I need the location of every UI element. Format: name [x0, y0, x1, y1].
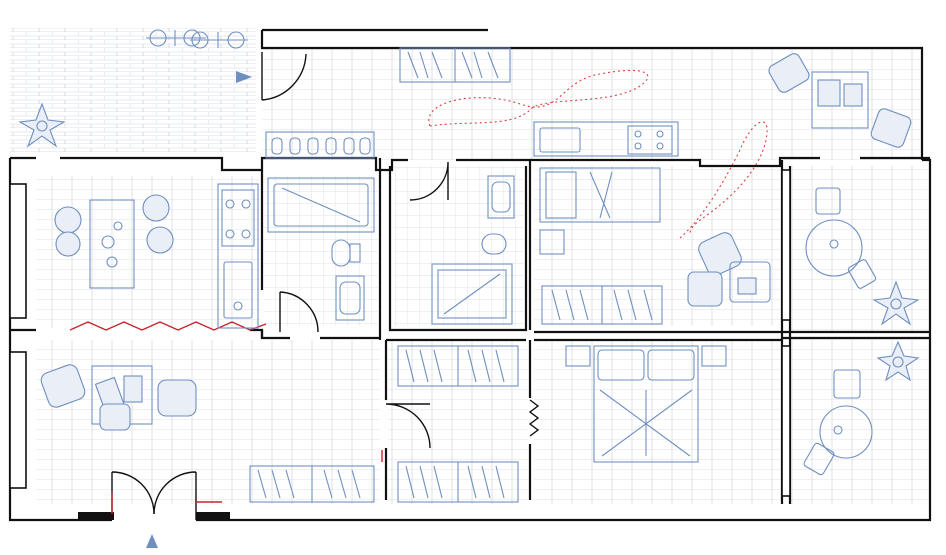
door-hall[interactable] — [385, 403, 431, 449]
shoe-rack — [265, 131, 375, 159]
window-terrace-top — [781, 169, 791, 321]
terrace-dining-top — [805, 187, 877, 289]
toilet — [331, 239, 361, 267]
potted-plant-icon — [18, 102, 66, 148]
nightstand-right — [701, 345, 727, 367]
terrace-dining-bottom — [803, 369, 873, 476]
single-bed — [539, 167, 661, 223]
terrace-top-floor — [790, 166, 930, 332]
window-terrace-bottom — [781, 345, 791, 497]
wall-pillar — [196, 512, 230, 520]
second-washbasin — [487, 175, 515, 219]
robot-vacuum-path — [428, 69, 768, 239]
living-room-floor — [36, 340, 380, 504]
door-second-bathroom[interactable] — [409, 161, 449, 201]
lounge-chairs — [687, 232, 771, 307]
second-toilet — [481, 233, 507, 255]
bedroom-small-floor — [534, 166, 782, 326]
door-courtyard[interactable] — [261, 52, 307, 101]
window-left-upper — [9, 183, 27, 319]
kitchen-living-divider — [10, 328, 380, 340]
living-sideboard — [249, 465, 375, 503]
sliding-partition — [528, 399, 540, 437]
bathtub — [267, 177, 375, 233]
kitchenette — [533, 121, 679, 157]
window-left-lower — [9, 351, 27, 489]
door-bathroom[interactable] — [279, 291, 319, 333]
middle-corridor-wall — [386, 330, 782, 342]
bedroom-wardrobe — [541, 285, 663, 325]
kitchen-counter — [217, 183, 259, 329]
walls — [8, 28, 932, 522]
potted-plant-icon — [872, 280, 920, 326]
bathroom-walls — [260, 158, 528, 340]
corridor-wardrobe — [399, 47, 511, 83]
courtyard-entry-arrow — [236, 71, 252, 83]
shower — [431, 263, 513, 325]
hall-wardrobe-top — [397, 345, 519, 387]
washbasin — [335, 275, 365, 321]
center-divider — [384, 166, 532, 500]
dining-set — [54, 194, 174, 289]
second-bathroom-floor — [394, 166, 524, 326]
potted-plant-icon — [876, 340, 920, 382]
corridor-lounge — [768, 53, 912, 148]
bicycles — [146, 29, 248, 49]
living-lounge — [40, 364, 197, 431]
floors — [10, 28, 930, 504]
entrance-arrow — [146, 534, 158, 548]
folding-partition — [69, 321, 267, 331]
hall-wardrobe-bottom — [397, 461, 519, 503]
bicycle-icon — [190, 31, 248, 49]
entrance-door-right[interactable] — [153, 471, 197, 520]
bicycle-icon — [146, 29, 206, 47]
nightstand — [539, 229, 565, 255]
nightstand-left — [565, 345, 591, 367]
bathroom-floor — [264, 176, 378, 326]
master-bedroom-floor — [534, 340, 782, 504]
wall-pillar — [78, 512, 114, 520]
double-bed — [593, 345, 699, 463]
